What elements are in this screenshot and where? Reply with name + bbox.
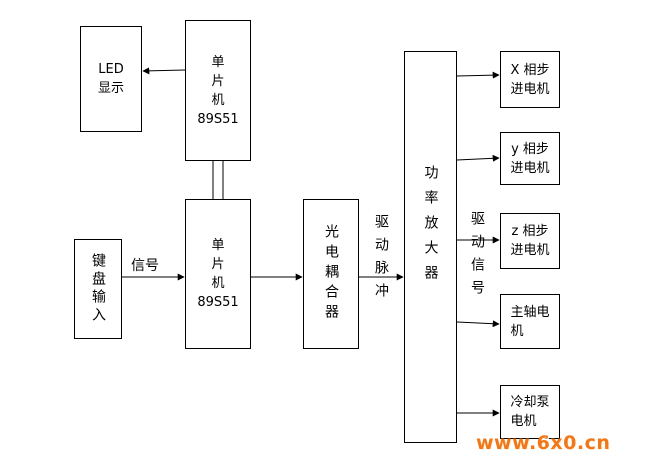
mcu-bottom-label-3: 机 — [211, 276, 225, 291]
signal-label: 信号 — [131, 258, 159, 274]
mcu-bottom-label-2: 片 — [211, 257, 225, 272]
motor-x-block: X 相步 进电机 — [500, 51, 560, 108]
led-display-label-line2: 显示 — [97, 81, 124, 96]
mcu-bottom-label-1: 单 — [211, 238, 225, 253]
led-display-label-line1: LED — [98, 62, 124, 77]
motor-y-block: y 相步 进电机 — [500, 132, 560, 185]
arrow-amp-to-motor-y — [456, 154, 500, 162]
keyboard-input-label: 键盘输入 — [90, 253, 106, 325]
watermark-logo: www.6x0.cn — [476, 432, 611, 454]
keyboard-input-block: 键盘输入 — [74, 239, 122, 339]
led-display-block: LED 显示 — [80, 26, 142, 132]
spindle-motor-block: 主轴电 机 — [500, 294, 560, 349]
mcu-bottom-label-4: 89S51 — [197, 295, 239, 310]
spindle-motor-label-line1: 主轴电 — [510, 304, 550, 320]
mcu-top-label-2: 片 — [211, 73, 225, 89]
motor-z-label-line2: 进电机 — [510, 243, 550, 258]
motor-y-label-line2: 进电机 — [510, 160, 550, 176]
motor-z-block: z 相步 进电机 — [500, 213, 560, 269]
arrow-amp-to-motor-x — [456, 71, 500, 79]
drive-signal-label: 驱动信号 — [469, 211, 485, 303]
motor-x-label-line2: 进电机 — [510, 81, 550, 97]
coolant-pump-motor-block: 冷却泵 电机 — [500, 385, 560, 439]
coolant-pump-motor-label-line2: 电机 — [510, 414, 537, 429]
mcu-top-label-3: 机 — [211, 92, 225, 108]
optocoupler-label: 光电耦合器 — [323, 224, 339, 324]
optocoupler-block: 光电耦合器 — [303, 199, 359, 349]
motor-z-label-line1: z 相步 — [511, 224, 549, 239]
coolant-pump-motor-label-line1: 冷却泵 — [510, 395, 550, 410]
mcu-top-label-1: 单 — [211, 54, 225, 70]
mcu-bottom-block: 单 片 机 89S51 — [185, 199, 251, 349]
drive-pulse-label: 驱动脉冲 — [373, 214, 389, 306]
spindle-motor-label-line2: 机 — [510, 323, 524, 339]
motor-x-label-line1: X 相步 — [510, 62, 550, 78]
mcu-top-block: 单 片 机 89S51 — [185, 20, 251, 161]
power-amplifier-label: 功率放大器 — [422, 164, 439, 290]
power-amplifier-block: 功率放大器 — [404, 51, 457, 443]
motor-y-label-line1: y 相步 — [511, 141, 549, 157]
arrow-amp-to-spindle — [456, 320, 500, 328]
arrow-mcu-to-led — [142, 67, 186, 75]
mcu-top-label-4: 89S51 — [197, 111, 239, 127]
